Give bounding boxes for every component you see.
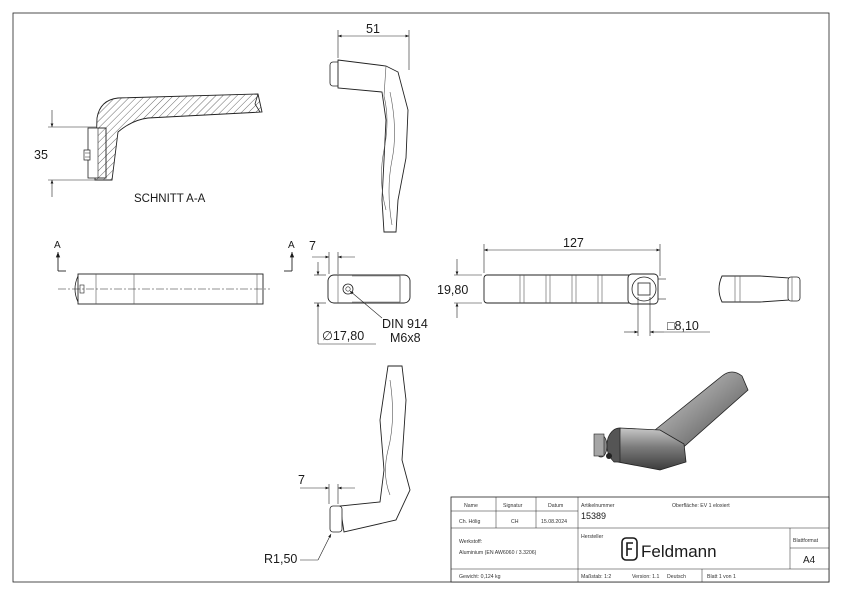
tb-header-signatur: Signatur: [503, 503, 523, 509]
front-dim-square: □8,10: [667, 319, 699, 333]
middle-dim-diameter: ∅17,80: [322, 329, 364, 343]
bottom-view: 7 R1,50: [264, 365, 411, 566]
section-marker-a-right: A: [288, 240, 295, 251]
tb-sprache: Deutsch: [667, 574, 686, 580]
tb-gewicht: Gewicht: 0,124 kg: [459, 574, 501, 580]
top-dim-51: 51: [366, 22, 380, 36]
tb-werkstoff-label: Werkstoff:: [459, 539, 482, 545]
section-marker-a-left: A: [54, 240, 61, 251]
feldmann-logo-icon: [621, 537, 638, 561]
front-dim-127: 127: [563, 236, 584, 250]
tb-werkstoff: Aluminium (EN AW6060 / 3.3206): [459, 550, 537, 556]
section-view: 35 SCHNITT A-A: [34, 93, 263, 205]
tb-artikelnummer: 15389: [581, 511, 606, 521]
tb-brand: Feldmann: [641, 542, 717, 561]
front-dim-19-80: 19,80: [437, 283, 468, 297]
front-view: 127 19,80 □8,10: [437, 236, 710, 336]
right-view: [718, 275, 801, 303]
tb-version: Version: 1.1: [632, 574, 660, 580]
bottom-dim-7: 7: [298, 473, 305, 487]
tb-signatur: CH: [511, 519, 519, 525]
tb-massstab: Maßstab: 1:2: [581, 574, 611, 580]
tb-hersteller-label: Hersteller: [581, 534, 603, 540]
sheet-border: [12, 12, 830, 583]
bottom-dim-radius: R1,50: [264, 552, 297, 566]
left-view: A A: [54, 240, 295, 305]
tb-artikelnummer-label: Artikelnummer: [581, 503, 615, 509]
tb-name: Ch. Hölig: [459, 519, 480, 525]
tb-header-datum: Datum: [548, 503, 563, 509]
tb-datum: 15.08.2024: [541, 519, 567, 525]
isometric-view: [593, 371, 749, 471]
top-view: 51: [329, 22, 410, 233]
tb-blattformat: A4: [803, 555, 816, 566]
middle-callout-thread: M6x8: [390, 331, 421, 345]
section-label: SCHNITT A-A: [134, 193, 206, 205]
middle-view: 7 ∅17,80 DIN 914 M6x8: [309, 239, 428, 345]
middle-dim-7: 7: [309, 239, 316, 253]
tb-oberflaeche: Oberfläche: EV 1 eloxiert: [672, 503, 730, 509]
section-dim-35: 35: [34, 148, 48, 162]
middle-callout-din: DIN 914: [382, 317, 428, 331]
title-block: Name Signatur Datum Ch. Hölig CH 15.08.2…: [450, 496, 830, 583]
tb-blattformat-label: Blattformat: [793, 538, 819, 544]
tb-blatt: Blatt 1 von 1: [707, 574, 736, 580]
tb-header-name: Name: [464, 503, 478, 509]
